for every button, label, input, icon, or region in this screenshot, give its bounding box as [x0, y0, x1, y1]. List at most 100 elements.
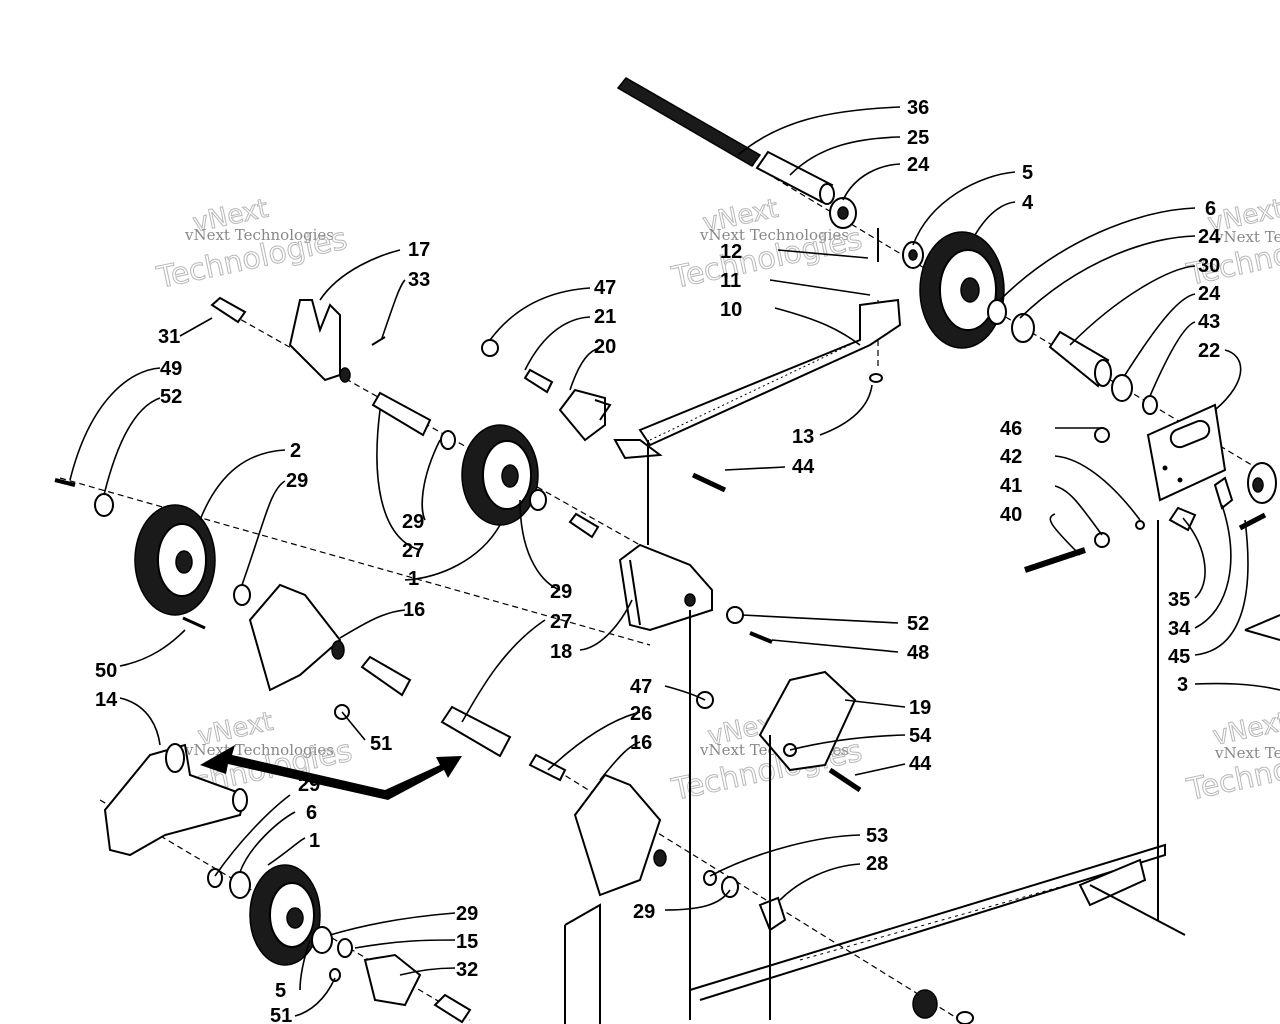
part-label-10: 10 [720, 299, 742, 321]
part-label-50: 50 [95, 660, 117, 682]
part-label-49: 49 [160, 358, 182, 380]
washer-15 [337, 938, 353, 958]
spacer-30-end [1094, 359, 1112, 387]
washer-29f [311, 926, 333, 954]
part-label-51: 51 [370, 733, 392, 755]
part-label-31: 31 [158, 326, 180, 348]
spacer-25 [755, 150, 834, 204]
part-label-28: 28 [866, 853, 888, 875]
part-label-5: 5 [275, 980, 286, 1002]
plate-hole [1162, 465, 1168, 471]
spacer-small [568, 512, 600, 539]
part-label-20: 20 [594, 336, 616, 358]
part-label-44: 44 [909, 753, 932, 775]
right-rail-assembly [689, 427, 1280, 1001]
pin-31 [210, 296, 247, 324]
part-label-24: 24 [1198, 226, 1221, 248]
washer-52b [726, 606, 744, 624]
washer-6 [987, 299, 1007, 325]
watermark-line: vNext Technologies [699, 226, 849, 244]
part-label-43: 43 [1198, 311, 1220, 333]
part-label-53: 53 [866, 825, 888, 847]
part-label-12: 12 [720, 241, 742, 263]
spacer-32 [433, 993, 472, 1024]
part-label-47: 47 [594, 277, 616, 299]
sleeve-35 [1168, 506, 1197, 532]
part-label-16: 16 [403, 599, 425, 621]
bolt-49 [54, 478, 76, 487]
center-lower-assembly [528, 610, 974, 1024]
part-label-52: 52 [907, 613, 929, 635]
part-label-35: 35 [1168, 589, 1190, 611]
part-label-22: 22 [1198, 340, 1220, 362]
part-label-18: 18 [550, 641, 572, 663]
part-label-48: 48 [907, 642, 929, 664]
washer-5-bore [908, 249, 918, 261]
part-label-14: 14 [95, 689, 118, 711]
plate-hole [1177, 477, 1183, 483]
part-label-2: 2 [290, 440, 301, 462]
rail-slot [1078, 858, 1147, 907]
part-label-27: 27 [550, 611, 572, 633]
part-label-52: 52 [160, 386, 182, 408]
watermark-line: vNext Technologies [1214, 228, 1280, 246]
part-label-24: 24 [907, 154, 930, 176]
washer-29c [233, 584, 251, 606]
part-label-30: 30 [1198, 255, 1220, 277]
bracket-16a [248, 583, 342, 692]
part-label-6: 6 [1205, 198, 1216, 220]
bracket-17-bore [339, 367, 351, 383]
part-label-13: 13 [792, 426, 814, 448]
part-label-21: 21 [594, 306, 616, 328]
bolt-45 [1238, 512, 1267, 531]
part-label-36: 36 [907, 97, 929, 119]
screw-33 [371, 336, 386, 346]
arm-10 [613, 298, 902, 460]
part-label-33: 33 [408, 269, 430, 291]
washer-42 [1135, 520, 1145, 530]
clip-28 [758, 896, 787, 932]
part-label-27: 27 [402, 540, 424, 562]
part-label-11: 11 [720, 270, 741, 292]
watermark-top-center: vNext vNext Technologies Technologies [668, 193, 866, 296]
part-label-41: 41 [1000, 475, 1022, 497]
part-label-29: 29 [456, 903, 478, 925]
part-label-45: 45 [1168, 646, 1190, 668]
washer-41 [1094, 532, 1110, 548]
part-label-4: 4 [1022, 192, 1034, 214]
leader-lines [69, 106, 1280, 1017]
spacer-27a [371, 391, 432, 437]
spacer-25-end [819, 183, 835, 205]
part-label-16: 16 [630, 732, 652, 754]
wheel-4-bore [960, 277, 980, 303]
part-label-47: 47 [630, 676, 652, 698]
sleeve-21 [523, 368, 554, 394]
left-axis-line [59, 477, 651, 646]
part-label-26: 26 [630, 703, 652, 725]
nut-bottom [912, 989, 938, 1019]
part-label-29: 29 [286, 470, 308, 492]
part-label-24: 24 [1198, 283, 1221, 305]
top-shaft-assembly [616, 77, 1277, 504]
clip-34 [1213, 476, 1234, 510]
part-label-5: 5 [1022, 162, 1033, 184]
plate-22 [1146, 403, 1227, 502]
bearing-24-bore [837, 206, 849, 220]
nut-47a [481, 339, 499, 357]
part-label-34: 34 [1168, 618, 1191, 640]
frame-edge [564, 903, 601, 1024]
bolt-44b [828, 767, 862, 793]
bumper-19 [758, 670, 857, 772]
spacer-51a [360, 655, 412, 697]
bearing-24b [1011, 313, 1035, 343]
washer-6b [229, 871, 251, 899]
bracket-18 [618, 543, 713, 632]
part-label-51: 51 [270, 1005, 292, 1024]
screw-50 [182, 616, 206, 630]
plate-22-slot [1169, 419, 1211, 449]
part-label-19: 19 [909, 697, 931, 719]
part-label-29: 29 [633, 901, 655, 923]
part-label-32: 32 [456, 959, 478, 981]
bracket-16b [573, 773, 662, 897]
bolt-40 [1024, 547, 1086, 573]
